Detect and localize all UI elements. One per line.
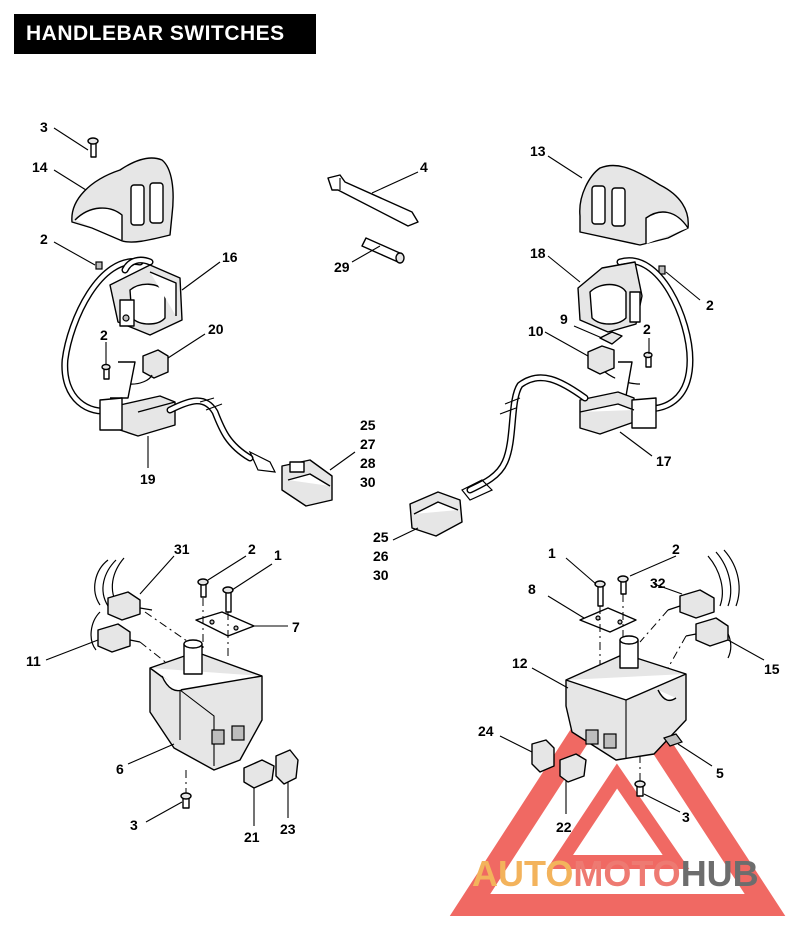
switch-button-22 bbox=[559, 753, 587, 783]
switch-button-24 bbox=[531, 739, 555, 773]
callout-27: 27 bbox=[360, 436, 376, 452]
callout-28: 28 bbox=[360, 455, 376, 471]
switch-32 bbox=[667, 589, 715, 619]
callout-4: 4 bbox=[420, 159, 428, 175]
switch-housing-17 bbox=[579, 391, 657, 435]
callout-16: 16 bbox=[222, 249, 238, 265]
callout-29: 29 bbox=[334, 259, 350, 275]
right-switch-housing-upper-assembly bbox=[409, 164, 694, 537]
screw-2-lower-right bbox=[617, 575, 629, 595]
switch-assembly-16 bbox=[109, 264, 183, 336]
switch-10 bbox=[587, 345, 641, 385]
mounting-plate-8 bbox=[579, 607, 637, 633]
callout-12: 12 bbox=[512, 655, 528, 671]
switch-31 bbox=[107, 591, 153, 621]
leader-lines bbox=[45, 127, 765, 826]
callout-5: 5 bbox=[716, 765, 724, 781]
screw-2-lower-left bbox=[197, 578, 209, 598]
switch-assembly-18 bbox=[577, 261, 643, 333]
callout-14: 14 bbox=[32, 159, 48, 175]
screw-2-middle-right bbox=[643, 351, 653, 368]
sleeve-29 bbox=[361, 237, 405, 264]
callout-21: 21 bbox=[244, 829, 260, 845]
switch-cover-13 bbox=[579, 164, 689, 246]
svg-text:AUTOMOTOHUB: AUTOMOTOHUB bbox=[472, 853, 759, 894]
callout-3: 3 bbox=[130, 817, 138, 833]
callout-11: 11 bbox=[26, 653, 41, 669]
callout-2: 2 bbox=[40, 231, 48, 247]
callout-18: 18 bbox=[530, 245, 546, 261]
screw-3-lower-left bbox=[180, 792, 192, 809]
callout-23: 23 bbox=[280, 821, 296, 837]
callout-24: 24 bbox=[478, 723, 494, 739]
left-switch-housing-lower-assembly bbox=[90, 557, 299, 809]
callout-13: 13 bbox=[530, 143, 546, 159]
callout-8: 8 bbox=[528, 581, 536, 597]
callout-10: 10 bbox=[528, 323, 544, 339]
screw-2-upper-right bbox=[658, 265, 666, 275]
callout-17: 17 bbox=[656, 453, 672, 469]
switch-15 bbox=[685, 617, 729, 647]
callout-1: 1 bbox=[548, 545, 556, 561]
switch-11 bbox=[97, 623, 141, 653]
connector-25-right bbox=[409, 479, 494, 537]
callout-6: 6 bbox=[116, 761, 124, 777]
callout-30: 30 bbox=[360, 474, 376, 490]
callout-2: 2 bbox=[643, 321, 651, 337]
watermark-moto: MOTO bbox=[573, 853, 680, 894]
callout-9: 9 bbox=[560, 311, 568, 327]
callout-1: 1 bbox=[274, 547, 282, 563]
callout-25: 25 bbox=[373, 529, 389, 545]
screw-3-top-left bbox=[87, 137, 99, 158]
callout-25: 25 bbox=[360, 417, 376, 433]
callout-7: 7 bbox=[292, 619, 300, 635]
cable-strap-4 bbox=[327, 174, 419, 227]
switch-button-21 bbox=[243, 759, 275, 789]
screw-2-middle-left bbox=[101, 363, 111, 380]
switch-housing-12 bbox=[565, 635, 687, 761]
screw-1-lower-right bbox=[594, 580, 606, 607]
screw-1-lower-left bbox=[222, 586, 234, 613]
callout-15: 15 bbox=[764, 661, 780, 677]
callout-3: 3 bbox=[682, 809, 690, 825]
watermark-hub: HUB bbox=[681, 853, 759, 894]
watermark-triangle bbox=[449, 657, 786, 916]
callout-22: 22 bbox=[556, 819, 572, 835]
callout-31: 31 bbox=[174, 541, 190, 557]
callout-20: 20 bbox=[208, 321, 224, 337]
right-switch-housing-lower-assembly bbox=[531, 549, 740, 797]
callout-19: 19 bbox=[140, 471, 156, 487]
callout-32: 32 bbox=[650, 575, 666, 591]
mounting-plate-7 bbox=[195, 611, 255, 637]
switch-cover-14 bbox=[71, 157, 174, 243]
callout-26: 26 bbox=[373, 548, 389, 564]
screw-2-upper-left bbox=[95, 261, 103, 270]
watermark-logo: AUTOMOTOHUB bbox=[472, 853, 759, 894]
left-switch-housing-upper-assembly bbox=[61, 137, 333, 507]
screw-3-lower-right bbox=[634, 780, 646, 797]
callout-2: 2 bbox=[672, 541, 680, 557]
page-title: HANDLEBAR SWITCHES bbox=[14, 14, 316, 54]
switch-button-23 bbox=[275, 749, 299, 785]
callout-30: 30 bbox=[373, 567, 389, 583]
switch-housing-6 bbox=[149, 639, 263, 771]
fastener-5 bbox=[663, 733, 683, 747]
callout-3: 3 bbox=[40, 119, 48, 135]
callout-2: 2 bbox=[248, 541, 256, 557]
switch-insert-9 bbox=[599, 331, 623, 345]
callout-2: 2 bbox=[100, 327, 108, 343]
connector-25-left bbox=[248, 450, 333, 507]
callout-2: 2 bbox=[706, 297, 714, 313]
callout-labels: 3 14 2 16 2 20 19 4 29 13 18 2 9 10 2 17… bbox=[26, 119, 780, 845]
switch-housing-19 bbox=[99, 395, 176, 437]
watermark-auto: AUTO bbox=[472, 853, 573, 894]
